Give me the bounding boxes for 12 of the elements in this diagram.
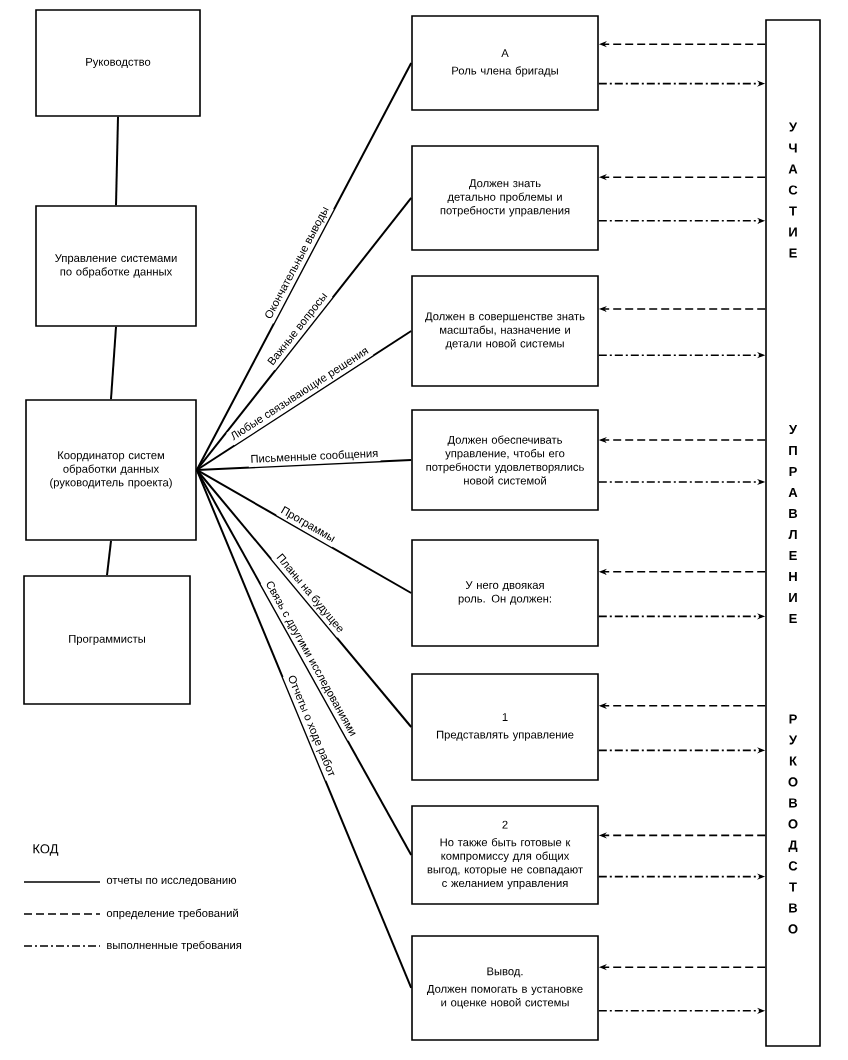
participation-column <box>765 19 821 1047</box>
connector-line <box>195 469 413 856</box>
connector-line <box>115 115 119 207</box>
connector-line <box>110 325 117 401</box>
connector-line <box>195 459 413 471</box>
connector-line <box>195 62 413 471</box>
connector-line <box>195 469 413 594</box>
connector-line <box>106 539 112 577</box>
connector-line <box>195 469 413 989</box>
connector-line <box>195 330 413 471</box>
connector-line <box>195 469 413 728</box>
connector-line <box>195 197 413 471</box>
